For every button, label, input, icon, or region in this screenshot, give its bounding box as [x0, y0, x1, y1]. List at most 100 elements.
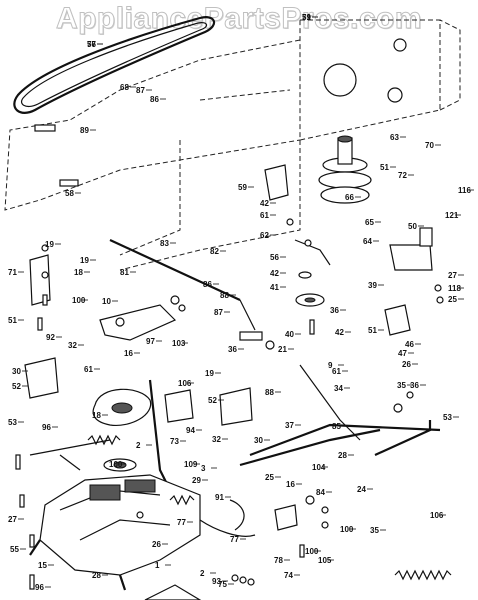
part-number-callout: 15	[38, 561, 47, 570]
part-number-callout: 25	[265, 473, 274, 482]
part-number-callout: 18	[74, 268, 83, 277]
brackets	[24, 164, 433, 531]
part-number-callout: 86	[203, 280, 212, 289]
part-number-callout: 100	[305, 547, 319, 556]
part-number-callout: 73	[170, 437, 179, 446]
part-number-callout: 76	[87, 40, 96, 49]
part-number-callout: 103	[172, 339, 186, 348]
part-number-callout: 36	[330, 306, 339, 315]
part-number-callout: 27	[8, 515, 17, 524]
part-number-callout: 87	[136, 86, 145, 95]
part-number-callout: 100	[109, 460, 123, 469]
part-number-callout: 32	[68, 341, 77, 350]
part-number-callout: 68	[120, 83, 129, 92]
part-number-callout: 77	[230, 535, 239, 544]
part-number-callout: 16	[124, 349, 133, 358]
part-number-callout: 61	[332, 367, 341, 376]
tractor-frame	[4, 19, 461, 271]
hardware	[15, 124, 444, 600]
part-number-callout: 96	[42, 423, 51, 432]
part-number-callout: 24	[357, 485, 366, 494]
part-number-callout: 93	[212, 577, 221, 586]
part-number-callout: 106	[178, 379, 192, 388]
part-number-callout: 74	[284, 571, 293, 580]
part-number-callout: 121	[445, 211, 459, 220]
part-number-callout: 77	[177, 518, 186, 527]
part-number-callout: 32	[212, 435, 221, 444]
part-number-callout: 56	[270, 253, 279, 262]
part-number-callout: 18	[92, 411, 101, 420]
part-number-callout: 19	[80, 256, 89, 265]
idler-pulley	[294, 239, 331, 307]
part-number-callout: 53	[8, 418, 17, 427]
part-number-callout: 72	[398, 171, 407, 180]
part-number-callout: 26	[152, 540, 161, 549]
part-number-callout: 53	[443, 413, 452, 422]
part-number-callout: 41	[270, 283, 279, 292]
part-number-callout: 25	[448, 295, 457, 304]
part-number-callout: 51	[302, 13, 311, 22]
part-number-callout: 36	[410, 381, 419, 390]
part-number-callout: 35	[370, 526, 379, 535]
part-number-callout: 86	[150, 95, 159, 104]
part-number-callout: 35	[397, 381, 406, 390]
part-number-callout: 30	[12, 367, 21, 376]
part-number-callout: 61	[260, 211, 269, 220]
part-number-callout: 91	[215, 493, 224, 502]
part-number-callout: 92	[46, 333, 55, 342]
part-number-callout: 37	[285, 421, 294, 430]
part-number-callout: 26	[402, 360, 411, 369]
part-number-callout: 79	[302, 13, 311, 22]
part-number-callout: 10	[102, 297, 111, 306]
part-number-callout: 1	[155, 561, 160, 570]
part-number-callout: 46	[405, 340, 414, 349]
part-number-callout: 28	[338, 451, 347, 460]
part-number-callout: 39	[368, 281, 377, 290]
part-number-callout: 36	[228, 345, 237, 354]
part-number-callout: 28	[92, 571, 101, 580]
part-number-callout: 51	[368, 326, 377, 335]
part-number-callout: 27	[448, 271, 457, 280]
part-number-callout: 87	[214, 308, 223, 317]
part-number-callout: 100	[72, 296, 86, 305]
part-number-callout: 97	[146, 337, 155, 346]
part-number-callout: 81	[120, 268, 129, 277]
part-number-callout: 57	[87, 40, 96, 49]
part-number-callout: 116	[458, 186, 471, 195]
lift-arm	[99, 304, 177, 341]
part-number-callout: 51	[8, 316, 17, 325]
part-number-callout: 52	[12, 382, 21, 391]
part-number-callout: 66	[345, 193, 354, 202]
part-number-callout: 63	[390, 133, 399, 142]
part-number-callout: 52	[208, 396, 217, 405]
watermark: AppliancePartsPros.com	[55, 2, 423, 36]
part-number-callout: 29	[192, 476, 201, 485]
part-number-callout: 96	[35, 583, 44, 592]
part-number-callout: 30	[254, 436, 263, 445]
part-number-callout: 16	[286, 480, 295, 489]
part-number-callout: 34	[334, 384, 343, 393]
part-number-callout: 2	[200, 569, 205, 578]
part-number-callout: 62	[260, 231, 269, 240]
part-number-callout: 78	[274, 556, 283, 565]
pulley-assembly	[318, 135, 372, 204]
part-number-callout: 84	[316, 488, 325, 497]
part-number-callout: 118	[448, 284, 461, 293]
part-number-callout: 106	[430, 511, 444, 520]
part-number-callout: 94	[186, 426, 195, 435]
part-number-callout: 105	[318, 556, 332, 565]
part-number-callout: 19	[205, 369, 214, 378]
part-number-callout: 9	[328, 361, 333, 370]
part-number-callout: 59	[238, 183, 247, 192]
part-number-callout: 58	[65, 189, 74, 198]
springs	[87, 434, 452, 581]
part-number-callout: 85	[332, 422, 341, 431]
part-number-callout: 109	[184, 460, 198, 469]
part-number-callout: 61	[84, 365, 93, 374]
part-number-callout: 65	[365, 218, 374, 227]
part-number-callout: 89	[80, 126, 89, 135]
part-number-callout: 42	[335, 328, 344, 337]
part-number-callout: 64	[363, 237, 372, 246]
part-number-callout: 42	[260, 199, 269, 208]
